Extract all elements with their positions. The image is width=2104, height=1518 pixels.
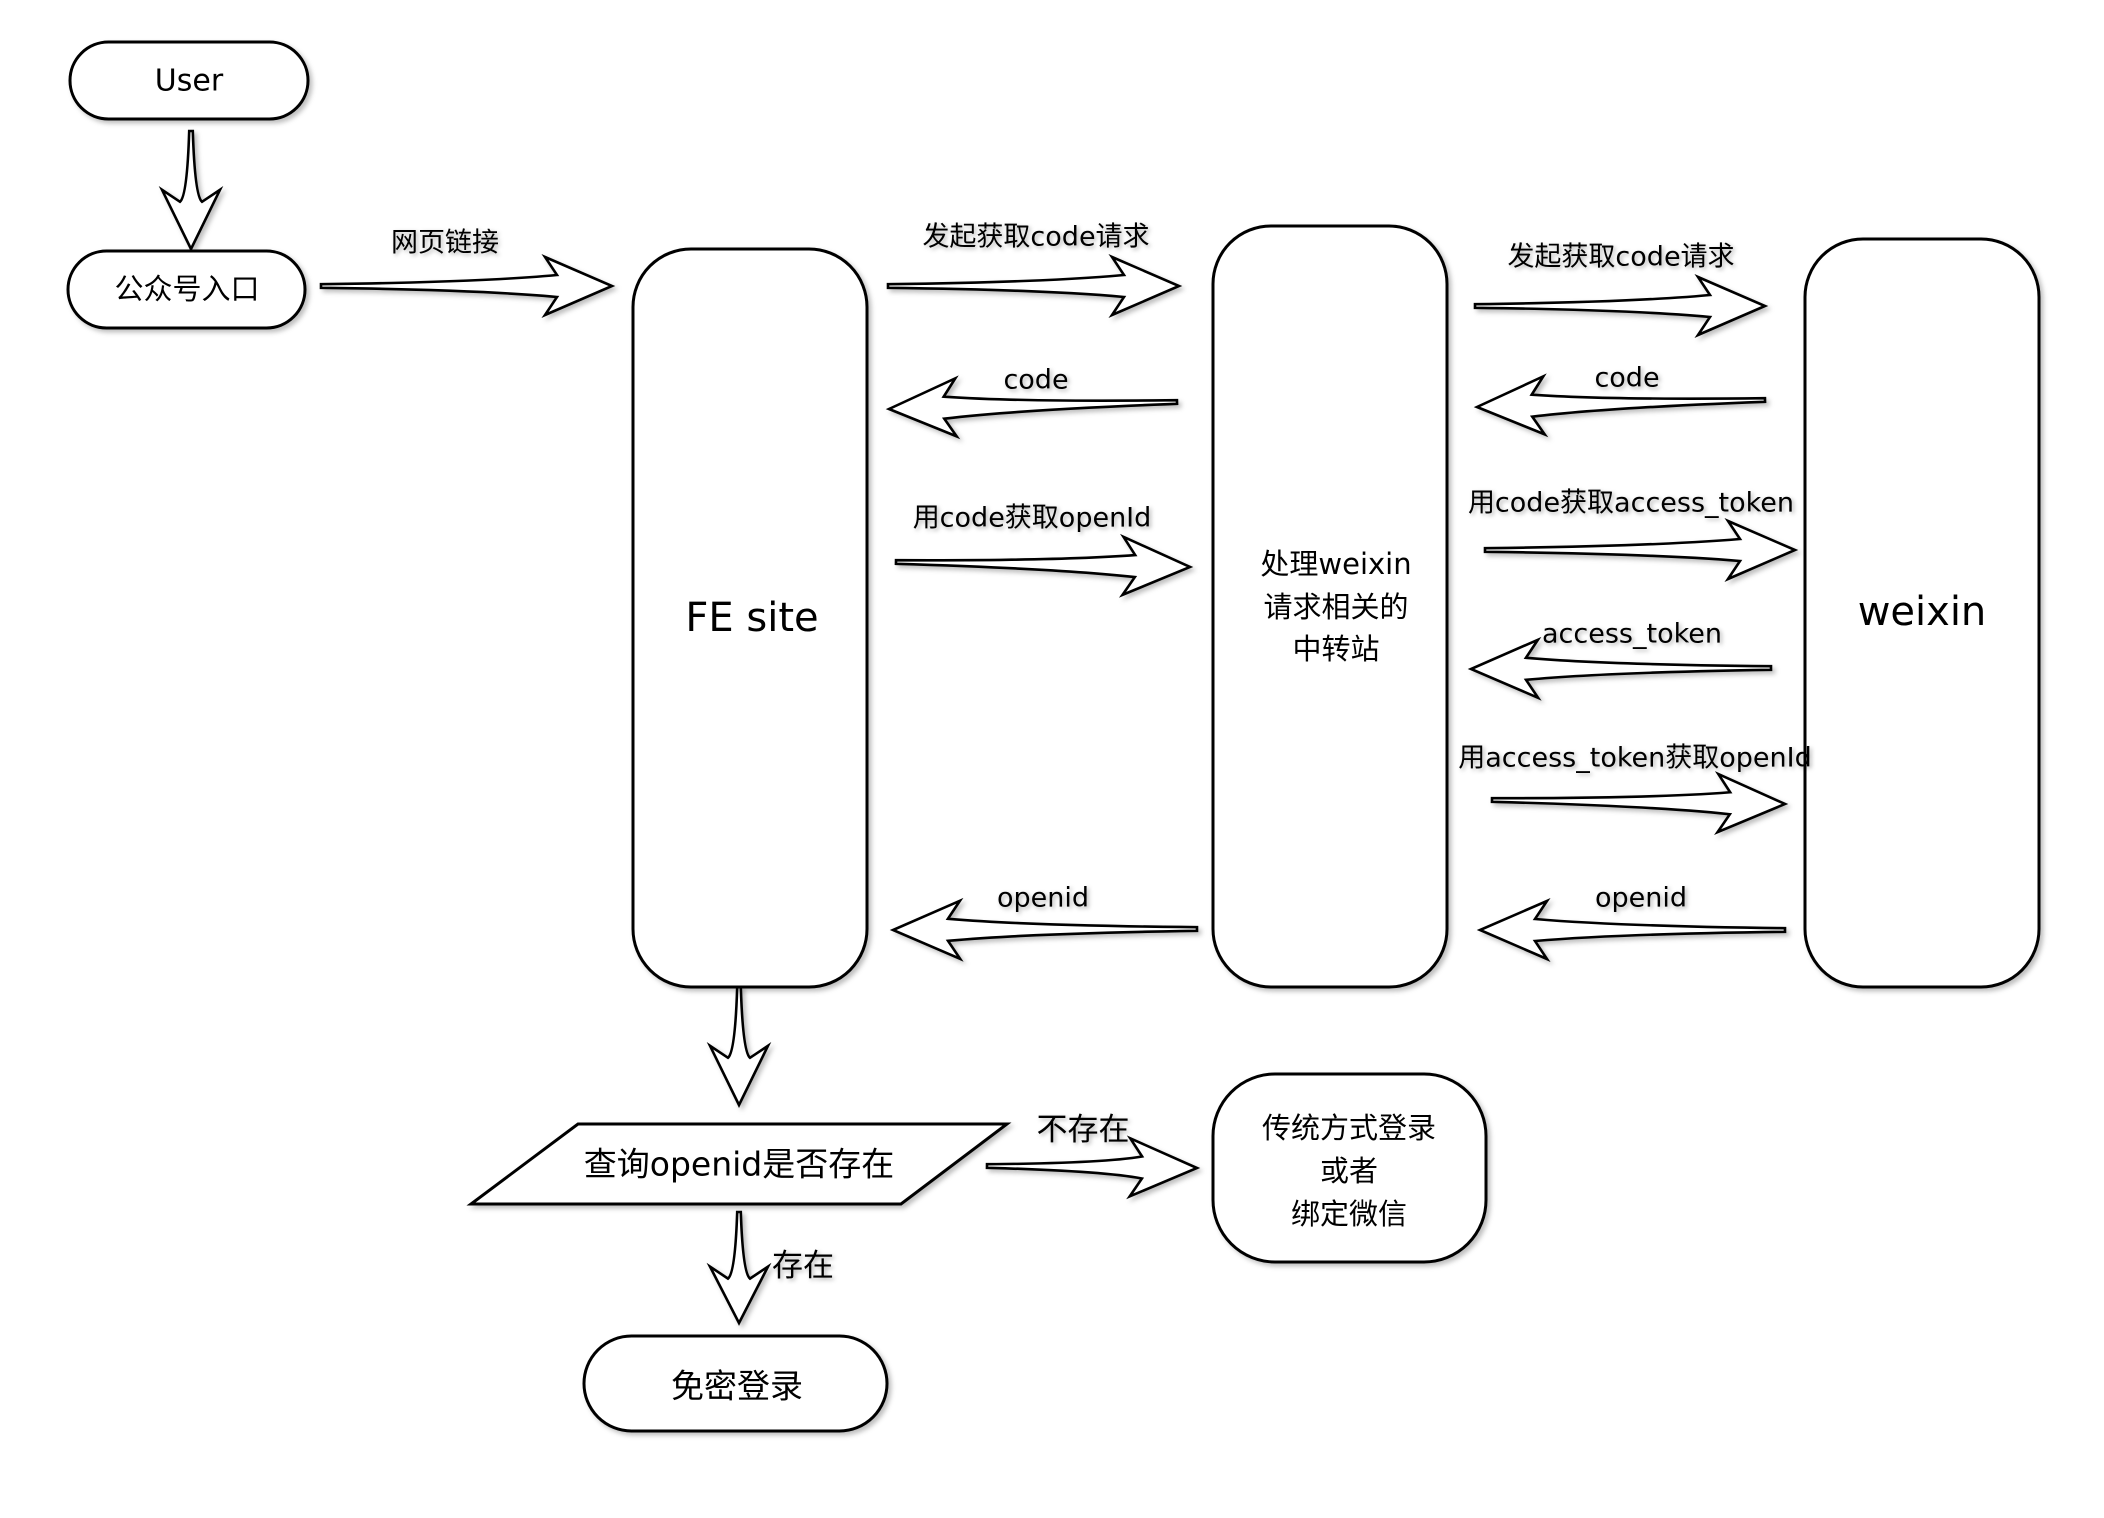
traditional-label-line-1: 传统方式登录 [1262,1111,1436,1145]
edge-label-relay-to-fe-openid: openid [997,883,1089,914]
edge-labels-layer: 网页链接 发起获取code请求 code 用code获取openId openi… [391,222,1812,1285]
edges-layer [158,129,1799,1326]
node-relay-station[interactable]: 处理weixin 请求相关的 中转站 [1211,224,1449,989]
node-traditional-login[interactable]: 传统方式登录 或者 绑定微信 [1211,1072,1488,1264]
fe-site-box [631,247,869,989]
node-fe-site[interactable]: FE site [631,247,869,989]
arrow-fe-to-relay-openid-request[interactable] [894,533,1194,598]
arrow-relay-to-weixin-token-request[interactable] [1483,518,1799,582]
arrow-weixin-to-relay-token[interactable] [1467,636,1773,701]
arrow-relay-to-weixin-openid-request[interactable] [1490,771,1789,835]
query-parallelogram [466,1122,1012,1206]
weixin-label: weixin [1858,589,1987,635]
node-query-openid[interactable]: 查询openid是否存在 [466,1122,1012,1206]
arrow-fe-to-query[interactable] [706,985,772,1108]
relay-label-line-3: 中转站 [1292,632,1379,666]
edge-label-relay-to-weixin-openid-request: 用access_token获取openId [1458,743,1811,774]
edge-label-relay-to-weixin-token-request: 用code获取access_token [1468,488,1794,519]
arrow-relay-to-fe-openid[interactable] [889,897,1199,962]
edge-label-fe-to-relay-openid-request: 用code获取openId [913,503,1152,534]
weixin-box [1803,237,2041,989]
query-label: 查询openid是否存在 [584,1145,894,1184]
edge-label-weixin-to-relay-token: access_token [1542,619,1722,650]
edge-label-weixin-to-relay-openid: openid [1595,883,1687,914]
passwordless-ellipse [582,1334,889,1433]
traditional-login-box [1211,1072,1488,1264]
arrow-weixin-to-relay-code[interactable] [1473,373,1767,438]
relay-label-line-2: 请求相关的 [1263,590,1408,624]
arrow-fe-to-relay-code-request[interactable] [886,254,1183,318]
arrow-query-exists[interactable] [706,1210,772,1326]
node-weixin[interactable]: weixin [1803,237,2041,989]
traditional-label-line-2: 或者 [1320,1154,1378,1188]
passwordless-label: 免密登录 [671,1367,803,1406]
node-official-account-entry[interactable]: 公众号入口 [66,249,307,330]
arrow-query-not-exists[interactable] [985,1135,1201,1200]
edge-label-exists: 存在 [772,1248,834,1284]
edge-label-relay-to-fe-code: code [1003,365,1068,396]
arrow-relay-to-fe-code[interactable] [885,375,1179,440]
relay-box [1211,224,1449,989]
node-user[interactable]: User [68,40,310,121]
arrow-entry-to-fe[interactable] [319,254,616,318]
fe-site-label: FE site [685,595,818,641]
arrow-weixin-to-relay-openid[interactable] [1476,898,1787,962]
user-ellipse [68,40,310,121]
node-passwordless-login[interactable]: 免密登录 [582,1334,889,1433]
arrow-relay-to-weixin-code-request[interactable] [1473,274,1769,338]
edge-label-fe-to-relay-code-request: 发起获取code请求 [922,222,1149,253]
user-label: User [155,64,224,99]
edge-label-not-exists: 不存在 [1037,1112,1130,1148]
entry-ellipse [66,249,307,330]
edge-label-entry-to-fe: 网页链接 [391,228,499,259]
traditional-label-line-3: 绑定微信 [1291,1197,1407,1231]
entry-label: 公众号入口 [114,272,259,306]
edge-label-relay-to-weixin-code-request: 发起获取code请求 [1507,242,1734,273]
edge-label-weixin-to-relay-code: code [1594,363,1659,394]
arrow-user-to-entry[interactable] [158,129,224,252]
relay-label-line-1: 处理weixin [1260,547,1411,581]
